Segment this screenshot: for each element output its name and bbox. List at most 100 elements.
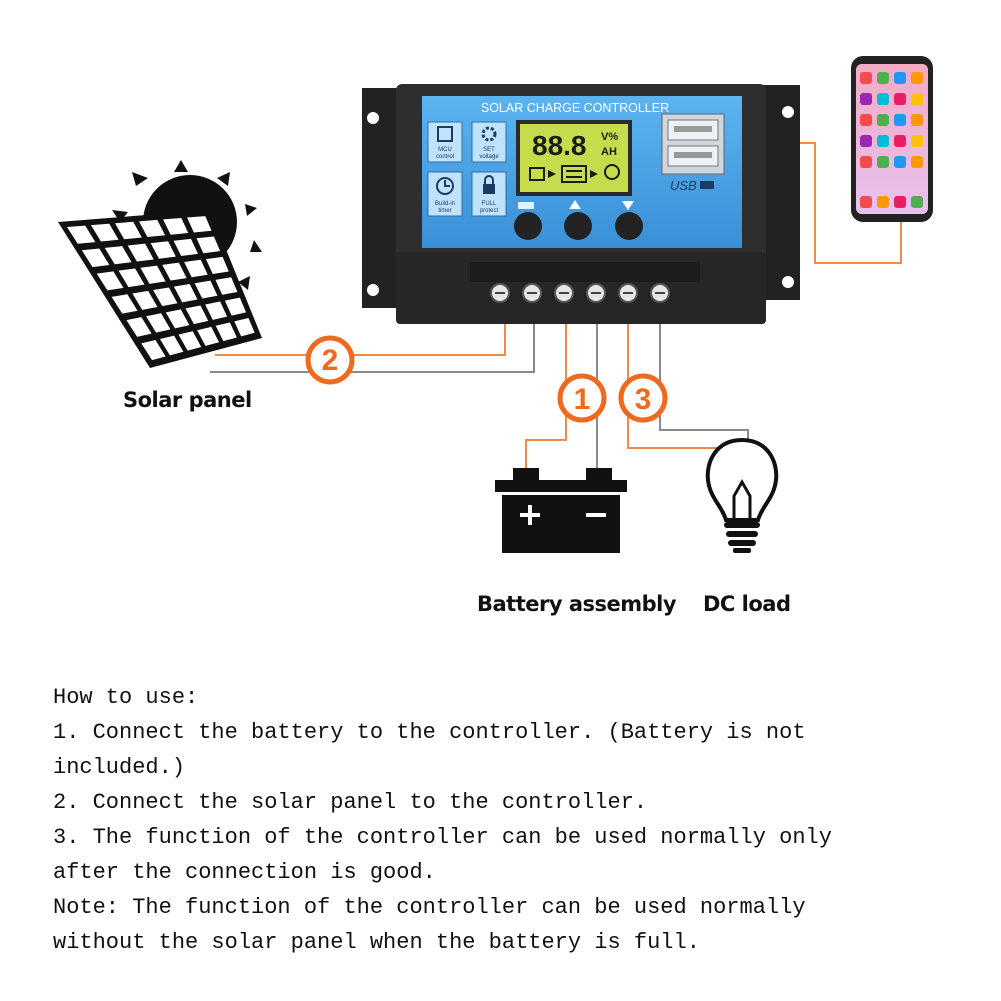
battery-wire-positive	[525, 300, 567, 470]
usb-icon	[700, 181, 714, 189]
solar-cell	[215, 322, 237, 342]
solar-cell	[197, 326, 220, 346]
lcd-arrow-icon	[548, 170, 556, 178]
step-badge-battery: 1	[557, 373, 607, 423]
solar-cell	[215, 277, 238, 295]
solar-cell	[184, 259, 208, 278]
solar-cell	[173, 238, 199, 257]
solar-cell	[118, 268, 145, 288]
instruction-line: without the solar panel when the battery…	[53, 930, 700, 955]
svg-text:SET: SET	[483, 147, 495, 153]
up-button[interactable]	[564, 212, 592, 240]
solar-cell	[196, 236, 221, 254]
app-icon	[860, 114, 872, 126]
solar-cell	[224, 297, 247, 316]
charge-controller: SOLAR CHARGE CONTROLLER MCU control SE	[362, 84, 800, 324]
solar-cell	[173, 284, 198, 303]
controller-title: SOLAR CHARGE CONTROLLER	[481, 101, 669, 115]
app-icon	[911, 72, 923, 84]
solar-cell	[96, 271, 124, 291]
clock-icon	[436, 177, 454, 195]
instruction-line: 2. Connect the solar panel to the contro…	[53, 790, 648, 815]
svg-text:timer: timer	[438, 208, 451, 214]
app-icon	[860, 156, 872, 168]
lock-icon	[483, 175, 495, 194]
solar-cell	[139, 219, 166, 238]
app-icon	[894, 114, 906, 126]
solar-cell	[81, 248, 110, 268]
app-icon	[860, 93, 872, 105]
solar-cell	[127, 243, 154, 262]
dock-app-icon	[894, 196, 906, 208]
solar-cell	[194, 280, 218, 299]
lcd-digits: 88.8	[532, 130, 587, 161]
lcd-bulb-icon	[604, 164, 620, 180]
svg-text:control: control	[436, 154, 454, 160]
solar-cell	[205, 256, 229, 275]
solar-cell	[66, 225, 96, 244]
app-icon	[877, 72, 889, 84]
step-badge-solar: 2	[305, 335, 355, 385]
solar-cell	[205, 301, 228, 320]
solar-cell	[162, 262, 187, 281]
solar-panel-icon	[58, 210, 262, 368]
light-bulb-icon	[705, 437, 779, 553]
app-icon	[860, 72, 872, 84]
step-badge-load: 3	[618, 373, 668, 423]
solar-cell	[159, 335, 184, 356]
instruction-line: 1. Connect the battery to the controller…	[53, 720, 806, 745]
svg-text:voltage: voltage	[479, 154, 499, 160]
smartphone-icon	[851, 56, 933, 222]
svg-text:MCU: MCU	[438, 147, 452, 153]
instructions-heading: How to use:	[53, 685, 199, 710]
instructions: How to use: 1. Connect the battery to th…	[53, 680, 973, 960]
solar-cell	[140, 265, 166, 284]
dc-load-label: DC load	[703, 592, 791, 616]
solar-cell	[104, 246, 132, 265]
usb-label: USB	[670, 178, 697, 193]
menu-button[interactable]	[514, 212, 542, 240]
instruction-line: after the connection is good.	[53, 860, 436, 885]
svg-text:FULL: FULL	[482, 201, 497, 207]
lcd-display: 88.8 V% AH	[516, 120, 632, 196]
app-icon	[894, 156, 906, 168]
solar-cell	[165, 309, 190, 329]
app-icon	[894, 72, 906, 84]
solar-cell	[234, 318, 255, 337]
app-icon	[911, 156, 923, 168]
dock-app-icon	[911, 196, 923, 208]
app-icon	[860, 135, 872, 147]
gear-icon	[481, 126, 497, 142]
app-icon	[911, 114, 923, 126]
lcd-battery-icon	[561, 165, 587, 183]
instruction-line: included.)	[53, 755, 186, 780]
up-arrow-icon	[569, 200, 581, 209]
terminal-block	[490, 283, 670, 303]
battery-label: Battery assembly	[477, 592, 677, 616]
battery-icon	[495, 468, 627, 553]
mcu-chip-icon	[437, 126, 453, 142]
solar-cell	[90, 223, 119, 242]
solar-cell	[153, 287, 178, 307]
solar-cell	[126, 317, 152, 337]
instruction-line: Note: The function of the controller can…	[53, 895, 806, 920]
solar-cell	[185, 305, 209, 325]
dock-app-icon	[860, 196, 872, 208]
app-icon	[877, 156, 889, 168]
solar-cell	[132, 290, 158, 310]
dock-app-icon	[877, 196, 889, 208]
usb-ports: USB	[661, 113, 725, 193]
instruction-line: 3. The function of the controller can be…	[53, 825, 832, 850]
svg-text:2: 2	[322, 344, 339, 377]
solar-cell	[178, 331, 202, 351]
app-icon	[911, 135, 923, 147]
svg-text:protect: protect	[480, 208, 499, 214]
app-icon	[877, 114, 889, 126]
app-icon	[877, 135, 889, 147]
solar-cell	[163, 217, 189, 235]
down-button[interactable]	[615, 212, 643, 240]
svg-text:1: 1	[574, 383, 591, 416]
down-arrow-icon	[622, 201, 634, 210]
